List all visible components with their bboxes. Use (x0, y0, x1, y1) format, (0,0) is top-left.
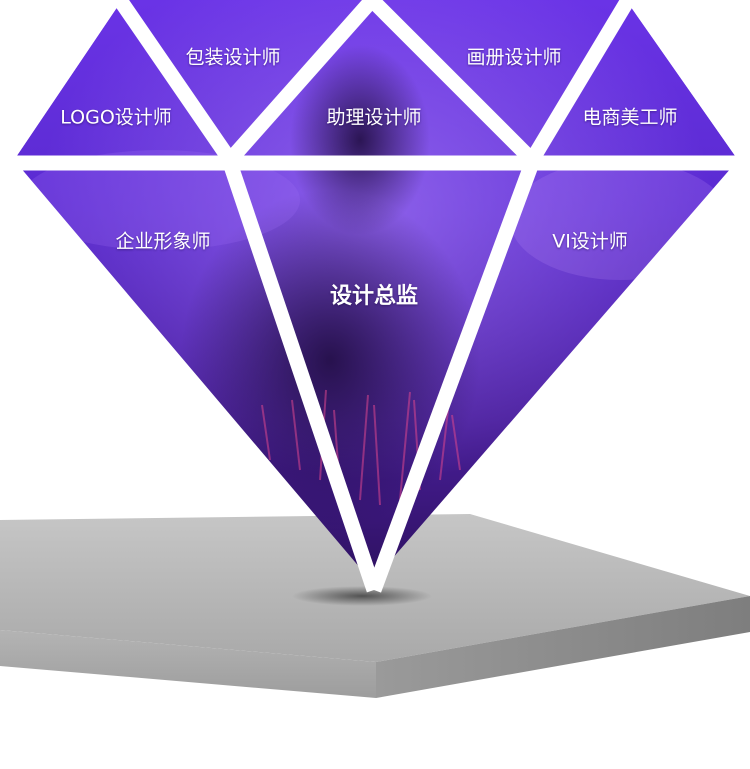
facet-label-brochure: 画册设计师 (466, 46, 562, 69)
platform-side (376, 596, 750, 698)
facet-label-ecommerce: 电商美工师 (582, 106, 678, 129)
platform-front (0, 630, 376, 698)
facet-label-packaging: 包装设计师 (185, 46, 281, 69)
facet-label-logo: LOGO设计师 (60, 106, 172, 129)
facet-label-vi: VI设计师 (552, 230, 628, 253)
facet-label-director: 设计总监 (329, 284, 419, 309)
facet-lines (0, 0, 750, 590)
facet-label-corporate-image: 企业形象师 (115, 230, 211, 253)
facet-label-assistant: 助理设计师 (326, 106, 422, 129)
diamond-shadow (292, 586, 432, 606)
